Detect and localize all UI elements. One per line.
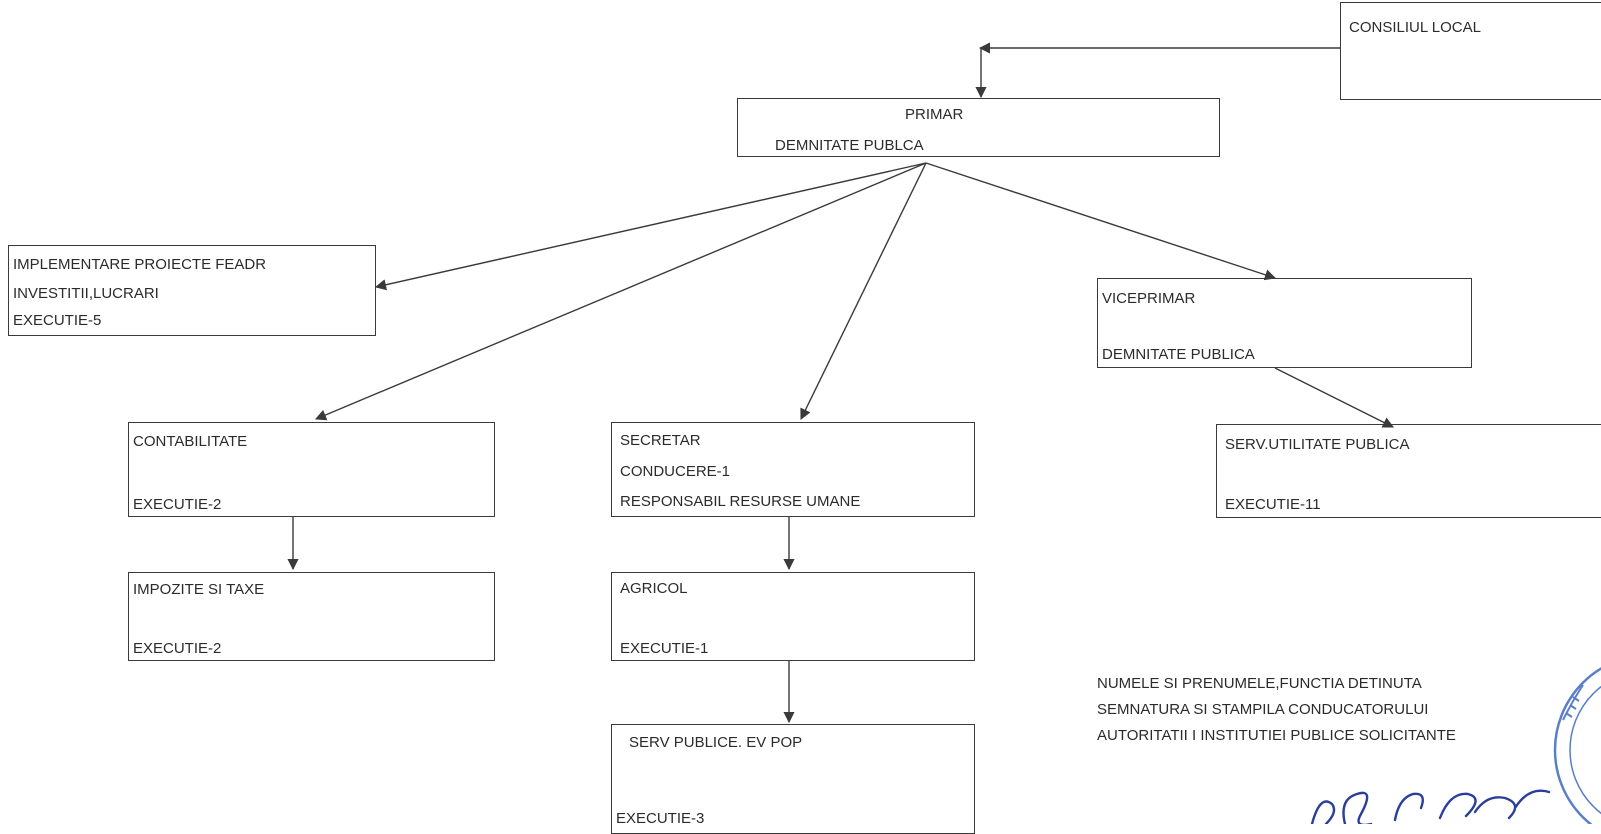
node-contabilitate: CONTABILITATE EXECUTIE-2: [128, 422, 495, 517]
node-primar-line2: DEMNITATE PUBLCA: [775, 137, 924, 154]
signature-line2: SEMNATURA SI STAMPILA CONDUCATORULUI: [1097, 701, 1429, 718]
node-viceprimar-line1: VICEPRIMAR: [1102, 290, 1196, 307]
node-impozite-line2: EXECUTIE-2: [133, 640, 222, 657]
connector-primar-implementare: [374, 162, 927, 291]
node-agricol-line1: AGRICOL: [620, 580, 688, 597]
node-impozite: IMPOZITE SI TAXE EXECUTIE-2: [128, 572, 495, 661]
node-serv-utilitate: SERV.UTILITATE PUBLICA EXECUTIE-11: [1216, 424, 1601, 518]
node-secretar-line1: SECRETAR: [620, 432, 701, 449]
node-serv-publice: SERV PUBLICE. EV POP EXECUTIE-3: [611, 724, 975, 834]
node-implementare: IMPLEMENTARE PROIECTE FEADR INVESTITII,L…: [8, 245, 376, 336]
node-implementare-line2: INVESTITII,LUCRARI: [13, 285, 159, 302]
node-primar: PRIMAR DEMNITATE PUBLCA: [737, 98, 1220, 157]
node-implementare-line3: EXECUTIE-5: [13, 312, 102, 329]
node-contabilitate-line1: CONTABILITATE: [133, 433, 248, 450]
connector-primar-secretar: [800, 162, 927, 421]
node-primar-line1: PRIMAR: [905, 106, 964, 123]
node-serv-utilitate-line1: SERV.UTILITATE PUBLICA: [1225, 436, 1410, 453]
node-agricol-line2: EXECUTIE-1: [620, 640, 709, 657]
stamp-icon: [1553, 667, 1601, 824]
node-implementare-line1: IMPLEMENTARE PROIECTE FEADR: [13, 256, 267, 273]
connector-primar-contabilitate: [314, 162, 927, 421]
node-secretar: SECRETAR CONDUCERE-1 RESPONSABIL RESURSE…: [611, 422, 975, 517]
signature-line3: AUTORITATII I INSTITUTIEI PUBLICE SOLICI…: [1097, 727, 1456, 744]
signature-block: NUMELE SI PRENUMELE,FUNCTIA DETINUTA SEM…: [1097, 671, 1456, 749]
node-serv-utilitate-line2: EXECUTIE-11: [1225, 496, 1321, 513]
node-viceprimar: VICEPRIMAR DEMNITATE PUBLICA: [1097, 278, 1472, 368]
node-serv-publice-line2: EXECUTIE-3: [616, 810, 705, 827]
node-contabilitate-line2: EXECUTIE-2: [133, 496, 222, 513]
signature-line1: NUMELE SI PRENUMELE,FUNCTIA DETINUTA: [1097, 675, 1422, 692]
signature-icon: [1310, 789, 1551, 824]
node-serv-publice-line1: SERV PUBLICE. EV POP: [629, 734, 803, 751]
node-consiliul-local: CONSILIUL LOCAL: [1340, 2, 1601, 100]
node-secretar-line2: CONDUCERE-1: [620, 463, 731, 480]
node-secretar-line3: RESPONSABIL RESURSE UMANE: [620, 493, 861, 510]
node-impozite-line1: IMPOZITE SI TAXE: [133, 581, 265, 598]
connector-viceprimar-serv: [1274, 367, 1395, 428]
node-viceprimar-line2: DEMNITATE PUBLICA: [1102, 346, 1255, 363]
connector-primar-viceprimar: [925, 162, 1277, 281]
node-agricol: AGRICOL EXECUTIE-1: [611, 572, 975, 661]
node-consiliul-line1: CONSILIUL LOCAL: [1349, 19, 1481, 36]
